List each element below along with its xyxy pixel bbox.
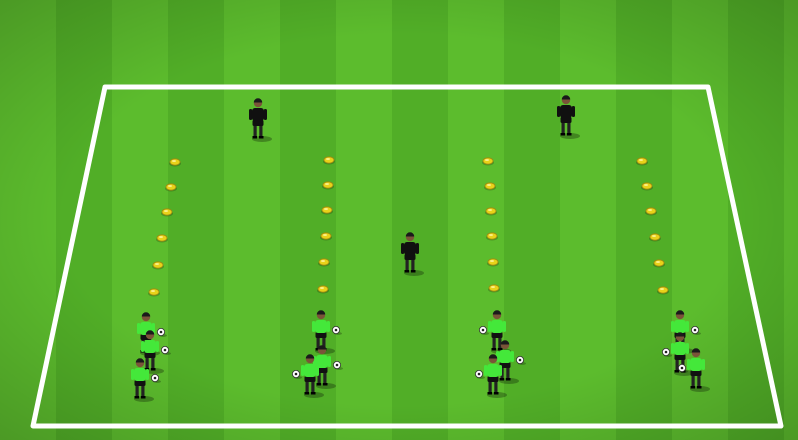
cone-icon (156, 235, 168, 243)
cone-icon (485, 208, 497, 216)
cone-icon (318, 259, 330, 267)
cone-icon (487, 259, 499, 267)
cone-icon (636, 158, 648, 166)
cone-icon (148, 289, 160, 297)
cone-icon (152, 262, 164, 270)
cone-icon (317, 286, 329, 294)
cone-icon (649, 234, 661, 242)
cone-icon (486, 233, 498, 241)
cone-icon (169, 159, 181, 167)
cone-icon (488, 285, 500, 293)
cone-icon (641, 183, 653, 191)
cone-icon (653, 260, 665, 268)
cone-icon (645, 208, 657, 216)
cone-icon (165, 184, 177, 192)
cone-icon (323, 157, 335, 165)
cone-icon (484, 183, 496, 191)
cone-icon (322, 182, 334, 190)
cone-icon (657, 287, 669, 295)
cone-icon (320, 233, 332, 241)
cone-icon (482, 158, 494, 166)
cone-icon (161, 209, 173, 217)
cone-icon (321, 207, 333, 215)
